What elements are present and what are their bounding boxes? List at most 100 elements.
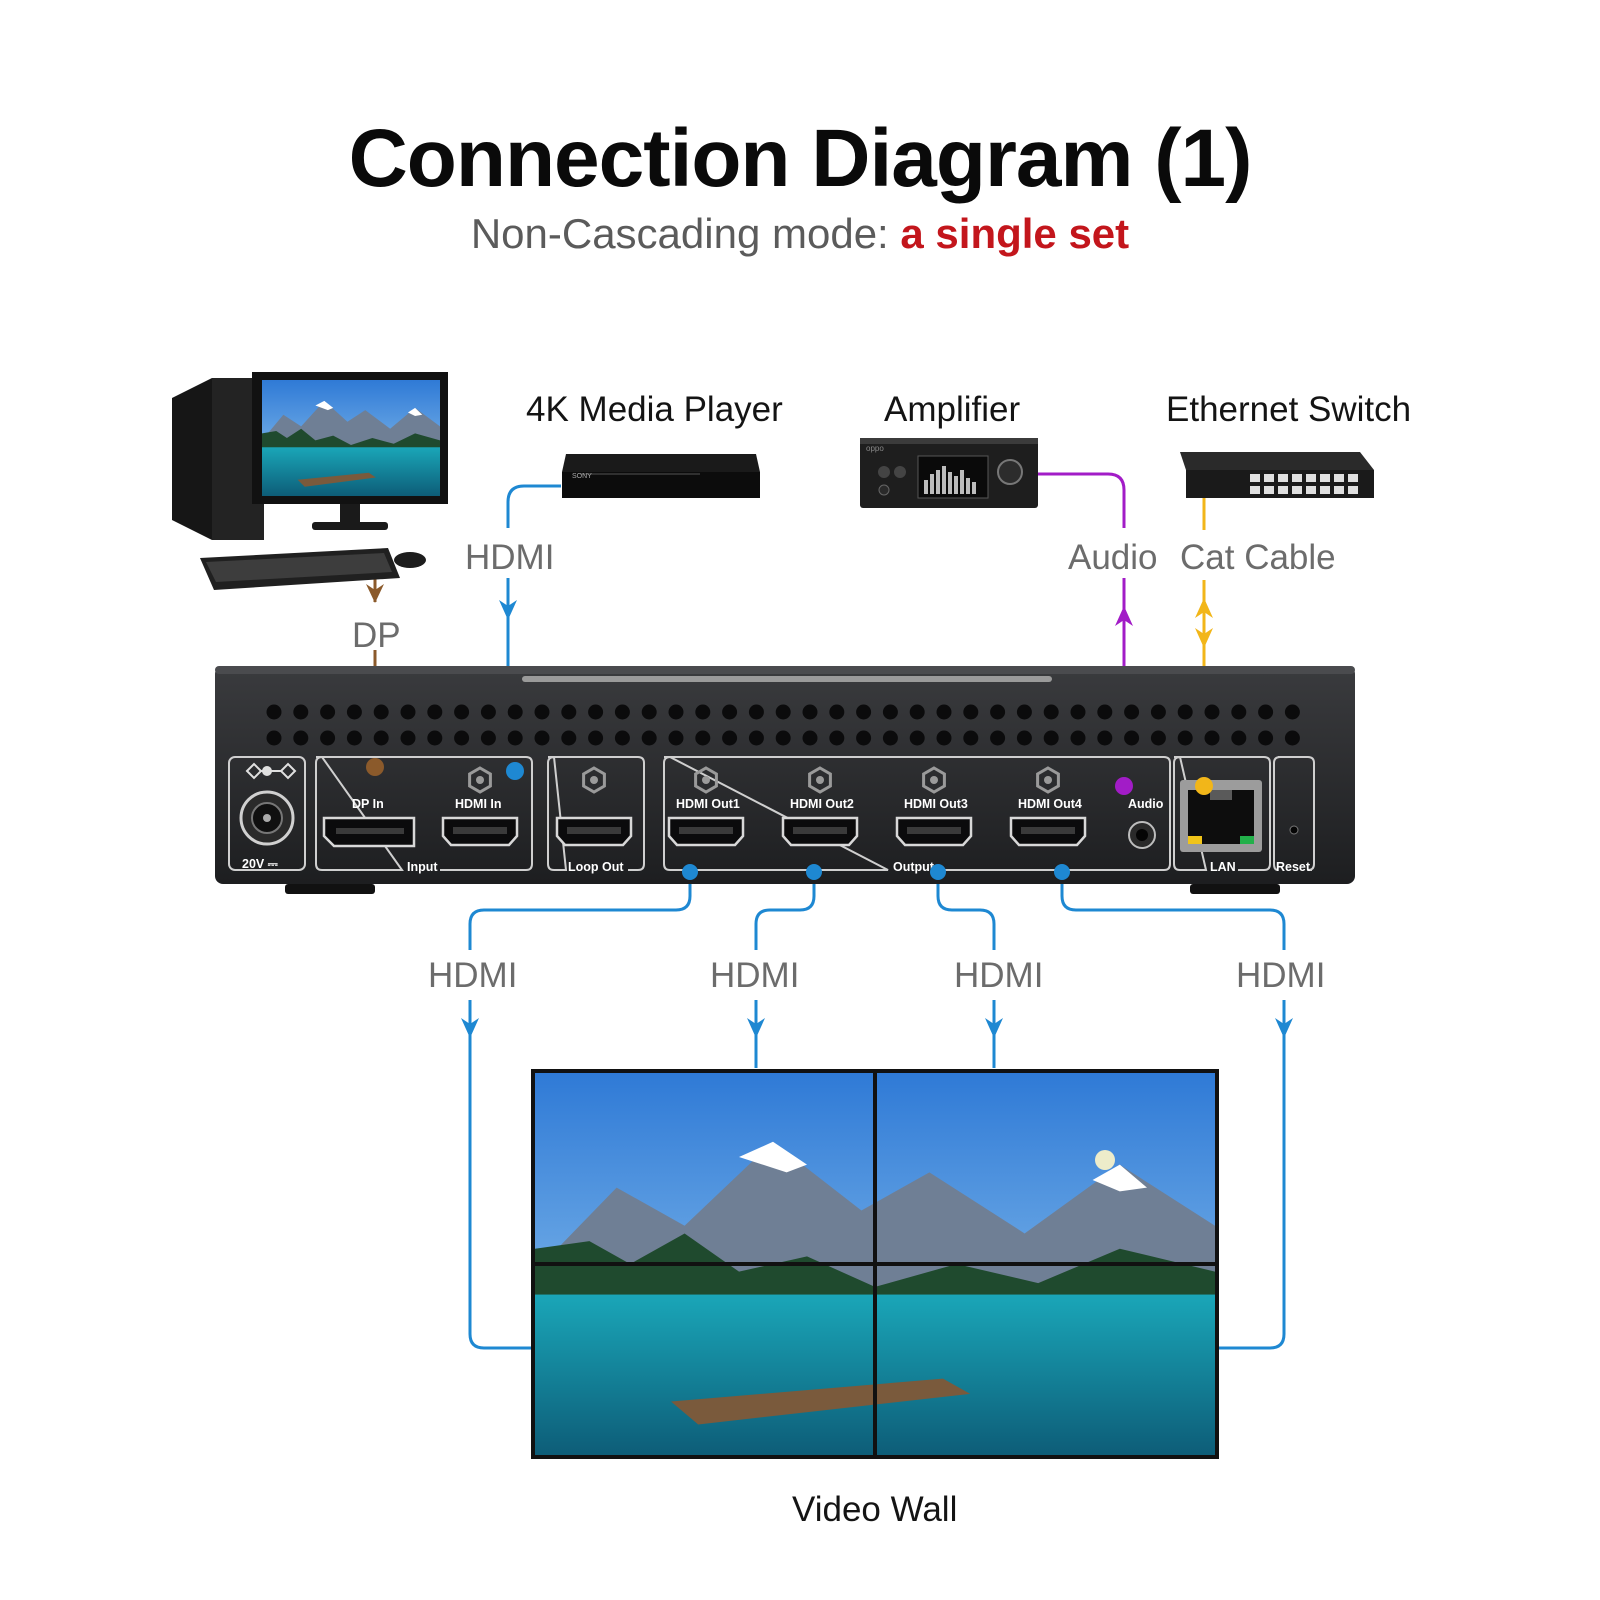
vent-hole	[1124, 704, 1140, 720]
vent-hole	[748, 730, 764, 746]
output-group-label: Output	[893, 860, 935, 874]
desktop-computer	[172, 372, 448, 590]
audio-label: Audio	[1128, 797, 1164, 811]
out4-arrow	[1275, 1018, 1293, 1038]
ethernet-switch-device	[1180, 452, 1374, 498]
out1-label: HDMI Out1	[676, 797, 740, 811]
vent-hole	[373, 730, 389, 746]
vent-hole	[1177, 704, 1193, 720]
vent-hole	[1124, 730, 1140, 746]
media-player-device: SONY	[562, 454, 760, 498]
vent-hole	[990, 704, 1006, 720]
polarity-icon	[245, 762, 297, 780]
vent-hole	[1097, 730, 1113, 746]
hdmi-out1-port	[667, 816, 745, 847]
out4-label: HDMI Out4	[1018, 797, 1082, 811]
vent-hole	[588, 704, 604, 720]
subtitle-mode: Non-Cascading mode:	[470, 210, 889, 257]
vent-hole	[1231, 730, 1247, 746]
vent-hole	[829, 704, 845, 720]
vent-hole	[909, 704, 925, 720]
vent-hole	[1097, 704, 1113, 720]
vent-hole	[1043, 730, 1059, 746]
vent-hole	[856, 730, 872, 746]
vent-hole	[1070, 730, 1086, 746]
vent-hole	[802, 730, 818, 746]
out3-label: HDMI Out3	[904, 797, 968, 811]
vent-hole	[293, 704, 309, 720]
amp-display-bars	[924, 466, 976, 494]
vent-hole	[1150, 730, 1166, 746]
loop-out-group	[547, 755, 645, 871]
vent-hole	[1258, 704, 1274, 720]
page-title: Connection Diagram (1)	[348, 113, 1253, 204]
vent-hole	[936, 704, 952, 720]
vent-hole	[561, 704, 577, 720]
hdmi-in-cable-label: HDMI	[465, 538, 555, 577]
video-wall-controller: 20V ⎓ Input DP In HDMI In Loop Out Outpu…	[215, 666, 1355, 894]
media-player-label: 4K Media Player	[526, 390, 783, 429]
vent-hole	[320, 704, 336, 720]
vent-hole	[990, 730, 1006, 746]
audio-endpoint-dot	[1115, 777, 1133, 795]
vent-hole	[507, 730, 523, 746]
cat-arrow-up	[1195, 598, 1213, 618]
out3-endpoint-dot	[930, 864, 946, 880]
vent-hole	[480, 730, 496, 746]
lan-led-yellow	[1188, 836, 1202, 844]
lan-group	[1173, 755, 1271, 871]
vent-hole	[373, 704, 389, 720]
vent-holes	[266, 704, 1300, 746]
vent-hole	[882, 730, 898, 746]
reset-label: Reset	[1276, 860, 1311, 874]
hdmi-out4-port	[1009, 816, 1087, 847]
hdmi-out2-cable-label: HDMI	[710, 956, 800, 995]
vent-hole	[802, 704, 818, 720]
out1-arrow	[461, 1018, 479, 1038]
vent-hole	[588, 730, 604, 746]
hdmi-in-arrow	[499, 600, 517, 620]
dp-arrow	[366, 584, 384, 603]
power-group	[228, 756, 306, 871]
vent-hole	[695, 704, 711, 720]
reset-pinhole	[1289, 825, 1299, 835]
amp-brand: oppo	[866, 444, 884, 453]
vent-hole	[400, 730, 416, 746]
hdmi-out1-cable-label: HDMI	[428, 956, 518, 995]
switch-ports	[1250, 474, 1358, 494]
vent-hole	[266, 704, 282, 720]
vent-hole	[936, 730, 952, 746]
vent-hole	[963, 704, 979, 720]
monitor-screen-image	[262, 380, 440, 496]
out4-cable	[1060, 872, 1286, 1350]
vent-hole	[748, 704, 764, 720]
cable-endpoints	[366, 758, 1213, 880]
vent-hole	[561, 730, 577, 746]
reset-group	[1273, 756, 1315, 871]
vent-hole	[346, 704, 362, 720]
vent-hole	[695, 730, 711, 746]
page-subtitle: Non-Cascading mode: a single set	[0, 210, 1600, 258]
vent-hole	[722, 730, 738, 746]
vent-hole	[882, 704, 898, 720]
hdmi-out3-cable-label: HDMI	[954, 956, 1044, 995]
hdmi-in-port	[441, 816, 519, 847]
lan-led-green	[1240, 836, 1254, 844]
vent-hole	[293, 730, 309, 746]
vent-hole	[722, 704, 738, 720]
vent-hole	[534, 704, 550, 720]
hdmi-in-label: HDMI In	[455, 797, 502, 811]
vent-hole	[507, 704, 523, 720]
vent-hole	[427, 730, 443, 746]
vent-hole	[1258, 730, 1274, 746]
cat-arrow-down	[1195, 628, 1213, 648]
vent-hole	[1284, 704, 1300, 720]
out3-arrow	[985, 1018, 1003, 1038]
subtitle-highlight: a single set	[900, 210, 1130, 257]
input-group	[315, 755, 533, 871]
vent-hole	[454, 730, 470, 746]
cat-cable-label: Cat Cable	[1180, 538, 1336, 577]
vent-hole	[1016, 730, 1032, 746]
loop-out-group-label: Loop Out	[568, 860, 624, 874]
lan-endpoint-dot	[1195, 777, 1213, 795]
